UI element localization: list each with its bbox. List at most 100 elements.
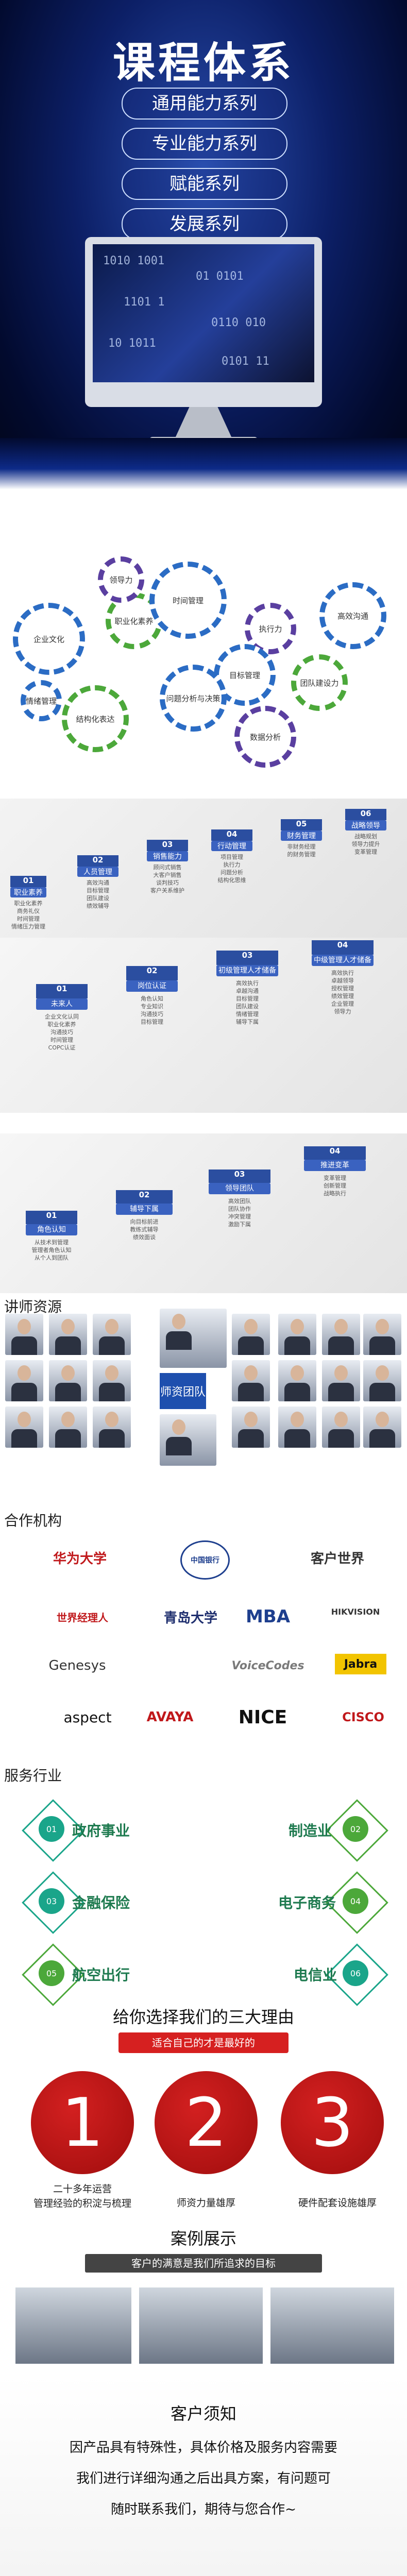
step-desc: 高效团队 团队协作 冲突管理 激励下属: [228, 1198, 251, 1228]
service-name[interactable]: 政府事业: [72, 1822, 130, 1839]
teacher-photo[interactable]: [278, 1314, 316, 1355]
partner-logo[interactable]: 青岛大学: [163, 1610, 217, 1626]
service-name[interactable]: 制造业: [289, 1822, 332, 1839]
service-number: 06: [343, 1960, 368, 1986]
teacher-photo[interactable]: [278, 1360, 316, 1401]
step-tab[interactable]: 财务管理: [281, 831, 322, 841]
partner-logo[interactable]: 华为大学: [53, 1551, 107, 1567]
notice-line: 我们进行详细沟通之后出具方案，有问题可: [76, 2471, 331, 2486]
gear: 情绪管理: [21, 680, 62, 721]
reason-text: 硬件配套设施雄厚: [298, 2197, 377, 2209]
partner-logo[interactable]: aspect: [63, 1708, 112, 1726]
service-name[interactable]: 航空出行: [72, 1967, 130, 1984]
gear-label: 执行力: [259, 624, 282, 634]
gear: 企业文化: [13, 603, 85, 675]
step-desc: 企业文化认同 职业化素养 沟通技巧 时间管理 COPC认证: [45, 1013, 79, 1051]
step-tab[interactable]: 岗位认证: [126, 980, 178, 992]
step-number: 03: [216, 951, 278, 965]
step-tab[interactable]: 角色认知: [26, 1224, 77, 1235]
series-pill-professional[interactable]: 专业能力系列: [122, 128, 287, 160]
partner-logo[interactable]: MBA: [245, 1606, 291, 1627]
teacher-photo[interactable]: [5, 1314, 43, 1355]
step-tab[interactable]: 中级管理人才储备: [312, 955, 374, 966]
series-pill-general[interactable]: 通用能力系列: [122, 88, 287, 120]
service-number: 04: [343, 1888, 368, 1914]
gears-section: 企业文化 职业化素养 时间管理 执行力 高效沟通 目标管理 团队建设力 结构化表…: [0, 546, 407, 788]
teacher-photo[interactable]: [49, 1314, 87, 1355]
teacher-photo[interactable]: [93, 1360, 131, 1401]
teacher-photo[interactable]: [363, 1314, 401, 1355]
binary-text: 1101 1: [124, 296, 165, 309]
service-number: 02: [343, 1816, 368, 1842]
teachers-grid: 师资团队: [0, 1309, 407, 1504]
gear-label: 时间管理: [172, 596, 204, 605]
partner-logo[interactable]: CISCO: [342, 1710, 384, 1724]
step-tab[interactable]: 初级管理人才储备: [216, 965, 278, 976]
step-tab[interactable]: 推进变革: [304, 1160, 366, 1171]
partner-logo[interactable]: Genesys: [48, 1658, 106, 1673]
monitor-screen: 1010 1001 01 0101 1101 1 0110 010 10 101…: [93, 244, 314, 382]
partner-logo[interactable]: HIKVISION: [331, 1606, 380, 1617]
service-name[interactable]: 金融保险: [72, 1894, 130, 1911]
series-pill-empower[interactable]: 赋能系列: [122, 168, 287, 200]
step-tab[interactable]: 人员管理: [77, 867, 118, 877]
notice-line: 因产品具有特殊性，具体价格及服务内容需要: [69, 2440, 337, 2455]
step-number: 02: [126, 966, 178, 980]
case-photo[interactable]: [15, 2287, 131, 2364]
teacher-photo[interactable]: [322, 1406, 360, 1448]
gear-label: 情绪管理: [26, 696, 57, 706]
gear: 时间管理: [149, 562, 227, 639]
service-name[interactable]: 电子商务: [278, 1894, 336, 1911]
step-number: 01: [26, 1211, 77, 1224]
partner-logo[interactable]: 客户世界: [310, 1551, 364, 1567]
partner-logo[interactable]: 中国银行: [180, 1540, 230, 1580]
partner-logo[interactable]: VoiceCodes: [231, 1659, 304, 1672]
teacher-photo[interactable]: [93, 1314, 131, 1355]
partner-logo[interactable]: AVAYA: [146, 1709, 194, 1725]
teacher-photo[interactable]: [322, 1314, 360, 1355]
service-name[interactable]: 电信业: [294, 1967, 337, 1984]
teacher-photo[interactable]: [93, 1406, 131, 1448]
gear: 结构化表达: [62, 685, 129, 752]
step-number: 04: [312, 940, 374, 955]
teacher-photo[interactable]: [322, 1360, 360, 1401]
cases-subtitle: 客户的满意是我们所追求的目标: [85, 2254, 322, 2273]
teacher-photo[interactable]: [49, 1360, 87, 1401]
reason-text: 二十多年运营 管理经验的积淀与梳理: [33, 2183, 131, 2209]
series-pill-development[interactable]: 发展系列: [122, 208, 287, 240]
gear-label: 问题分析与决策: [166, 693, 221, 703]
binary-text: 01 0101: [196, 270, 244, 283]
case-photo[interactable]: [270, 2287, 394, 2364]
gear-label: 高效沟通: [337, 611, 368, 621]
case-photo[interactable]: [139, 2287, 263, 2364]
step-desc: 非财务经理 的财务管理: [287, 843, 316, 858]
step-tab[interactable]: 行动管理: [211, 841, 252, 851]
step-number: 05: [281, 819, 322, 831]
teacher-photo[interactable]: [232, 1360, 270, 1401]
teacher-photo[interactable]: [49, 1406, 87, 1448]
step-tab[interactable]: 辅导下属: [116, 1204, 173, 1215]
hero-title: 课程体系: [112, 39, 294, 88]
teacher-photo[interactable]: [278, 1406, 316, 1448]
teacher-photo[interactable]: [5, 1406, 43, 1448]
teacher-photo[interactable]: [160, 1309, 227, 1368]
teacher-photo[interactable]: [5, 1360, 43, 1401]
teacher-photo[interactable]: [232, 1406, 270, 1448]
gear: 执行力: [245, 603, 296, 654]
partner-logo[interactable]: 世界经理人: [57, 1611, 108, 1624]
step-tab[interactable]: 职业素养: [10, 887, 46, 897]
step-tab[interactable]: 领导团队: [209, 1183, 270, 1194]
step-tab[interactable]: 战略领导: [345, 820, 386, 831]
gear-label: 数据分析: [249, 732, 281, 742]
step-tab[interactable]: 未来人: [36, 998, 88, 1010]
teacher-photo[interactable]: [363, 1406, 401, 1448]
teacher-photo[interactable]: [232, 1314, 270, 1355]
step-desc: 顾问式销售 大客户销售 谈判技巧 客户关系维护: [150, 864, 184, 894]
step-desc: 向目标前进 教练式辅导 绩效面谈: [130, 1218, 159, 1241]
teacher-photo[interactable]: [160, 1414, 216, 1466]
teacher-photo[interactable]: [363, 1360, 401, 1401]
step-tab[interactable]: 销售能力: [147, 851, 188, 861]
notice-line: 随时联系我们，期待与您合作~: [111, 2502, 296, 2517]
partner-logo[interactable]: NICE: [238, 1706, 287, 1728]
partner-logo[interactable]: Jabra: [335, 1654, 386, 1674]
